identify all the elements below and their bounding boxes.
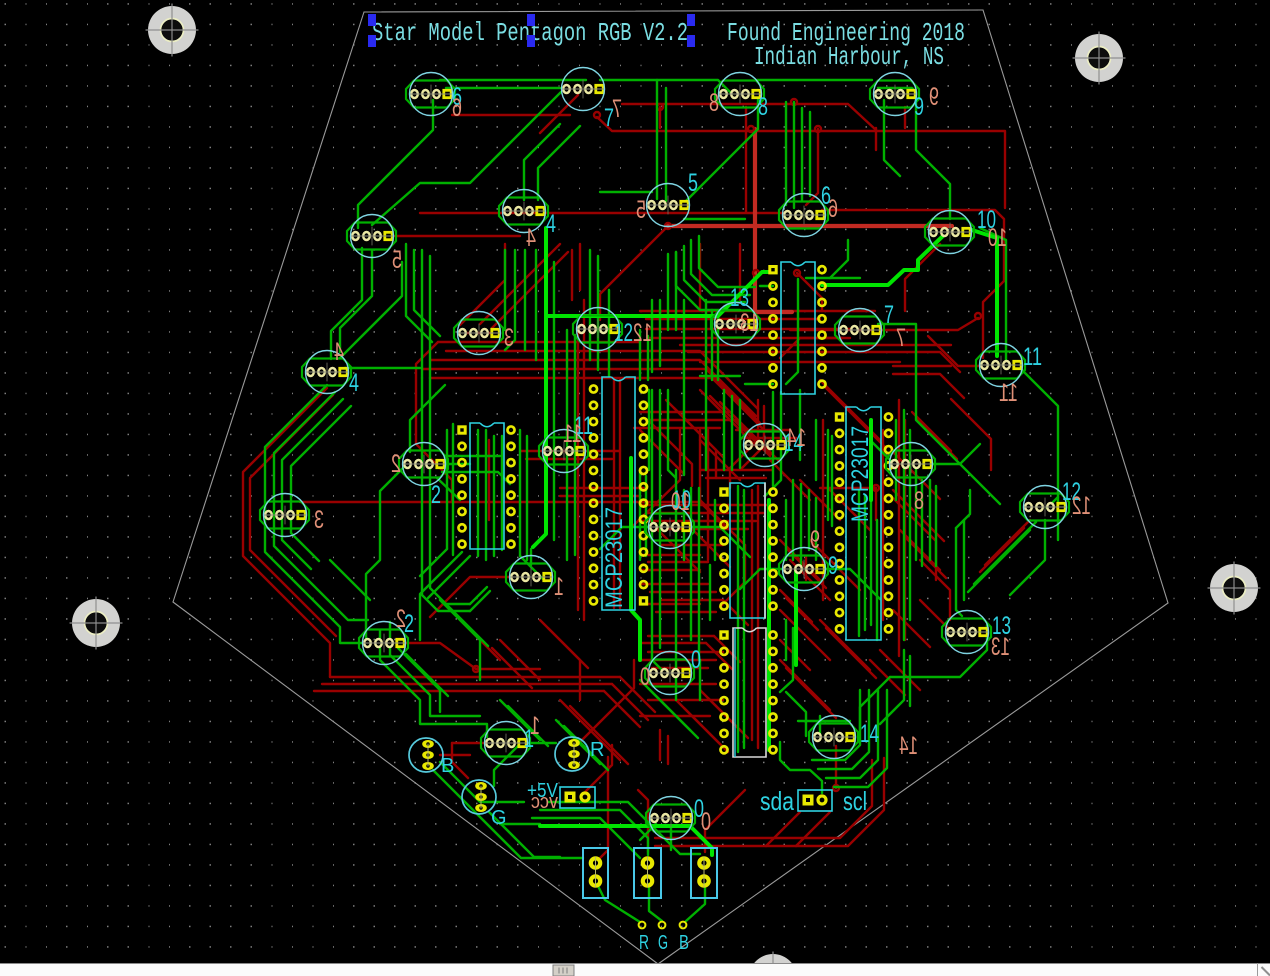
svg-text:0: 0 [691, 646, 701, 674]
svg-text:2: 2 [396, 605, 406, 633]
svg-text:10: 10 [977, 206, 996, 234]
svg-text:B: B [441, 755, 454, 777]
svg-text:2: 2 [431, 481, 441, 509]
svg-text:9: 9 [810, 526, 820, 554]
svg-text:scl: scl [843, 786, 867, 816]
svg-text:Indian Harbour, NS: Indian Harbour, NS [754, 42, 944, 72]
svg-text:1: 1 [530, 712, 540, 740]
svg-text:7: 7 [604, 104, 614, 132]
svg-text:3: 3 [504, 324, 514, 352]
svg-text:6: 6 [821, 182, 831, 210]
svg-text:0: 0 [640, 663, 650, 691]
svg-text:R: R [590, 739, 604, 761]
svg-text:4: 4 [334, 338, 344, 366]
svg-text:Found Engineering 2018: Found Engineering 2018 [727, 18, 965, 48]
svg-text:6: 6 [452, 94, 462, 122]
svg-text:11: 11 [1023, 343, 1042, 371]
svg-text:8: 8 [914, 487, 924, 515]
svg-text:2: 2 [391, 450, 401, 478]
svg-text:10: 10 [671, 488, 690, 516]
svg-text:G: G [658, 932, 668, 954]
svg-text:13: 13 [740, 309, 759, 337]
svg-text:sda: sda [760, 786, 794, 816]
svg-text:12: 12 [633, 319, 652, 347]
svg-text:9: 9 [914, 93, 924, 121]
svg-text:6: 6 [452, 83, 462, 111]
svg-text:G: G [491, 807, 507, 829]
svg-text:14: 14 [784, 429, 803, 457]
svg-text:8: 8 [709, 89, 719, 117]
svg-text:5: 5 [636, 196, 646, 224]
svg-text:9: 9 [929, 83, 939, 111]
svg-text:3: 3 [314, 506, 324, 534]
svg-text:8: 8 [758, 93, 768, 121]
svg-text:0: 0 [694, 795, 704, 823]
svg-text:11: 11 [999, 379, 1018, 407]
svg-text:2: 2 [404, 610, 414, 638]
svg-text:MCP23017: MCP23017 [847, 426, 874, 522]
svg-text:13: 13 [992, 612, 1011, 640]
svg-text:4: 4 [349, 369, 359, 397]
svg-text:12: 12 [1062, 478, 1081, 506]
svg-text:0: 0 [701, 808, 711, 836]
svg-text:14: 14 [860, 720, 879, 748]
svg-text:9: 9 [828, 552, 838, 580]
svg-text:vcc: vcc [531, 791, 558, 813]
svg-text:+5V: +5V [527, 780, 559, 802]
svg-text:1: 1 [524, 725, 534, 753]
svg-text:10: 10 [672, 486, 691, 514]
svg-text:7: 7 [612, 95, 622, 123]
svg-text:10: 10 [988, 224, 1007, 252]
svg-text:14: 14 [899, 732, 918, 760]
svg-text:12: 12 [614, 319, 633, 347]
svg-text:11: 11 [563, 420, 582, 448]
svg-text:1: 1 [554, 573, 564, 601]
svg-text:13: 13 [730, 284, 749, 312]
svg-text:B: B [679, 932, 689, 954]
svg-text:11: 11 [574, 412, 593, 440]
svg-text:12: 12 [1072, 492, 1091, 520]
svg-text:13: 13 [991, 633, 1010, 661]
svg-text:7: 7 [884, 301, 894, 329]
svg-text:MCP23017: MCP23017 [601, 507, 628, 608]
svg-text:14: 14 [787, 424, 806, 452]
svg-text:5: 5 [392, 246, 402, 274]
svg-text:6: 6 [828, 195, 838, 223]
svg-text:7: 7 [896, 324, 906, 352]
svg-text:4: 4 [526, 224, 536, 252]
svg-text:R: R [639, 932, 649, 954]
svg-text:4: 4 [546, 210, 556, 238]
svg-text:5: 5 [688, 169, 698, 197]
